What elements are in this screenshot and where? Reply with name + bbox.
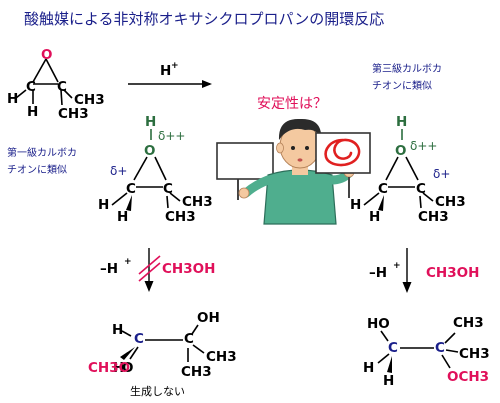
epoxide-molecule: O C C H H CH3 CH3 <box>7 47 105 122</box>
svg-text:–H: –H <box>100 261 118 277</box>
person-icon <box>216 118 371 225</box>
svg-text:CH3OH: CH3OH <box>162 261 215 277</box>
tertiary-carbocation-label: 第三級カルボカ チオンに類似 <box>372 62 442 92</box>
svg-text:H: H <box>369 209 380 225</box>
svg-text:H: H <box>363 360 374 376</box>
proton-label: H <box>160 63 171 79</box>
carbon-atom: C <box>416 181 426 197</box>
svg-text:H: H <box>112 322 123 338</box>
blocked-methanol-arrow: –H + CH3OH <box>100 248 215 292</box>
methyl-group: CH3 <box>58 106 89 122</box>
svg-text:H: H <box>145 114 156 130</box>
svg-text:H: H <box>350 197 361 213</box>
svg-text:H: H <box>117 209 128 225</box>
protonated-epoxide-right: H O δ++ δ+ C C H H CH3 CH3 <box>350 114 466 225</box>
svg-text:CH3: CH3 <box>453 315 484 331</box>
svg-text:H: H <box>98 197 109 213</box>
oxygen-atom: O <box>395 143 406 159</box>
svg-text:–H: –H <box>369 265 387 281</box>
svg-text:H: H <box>383 373 394 389</box>
svg-text:CH3: CH3 <box>182 194 213 210</box>
oxygen-atom: O <box>144 143 155 159</box>
carbon-atom: C <box>57 79 67 95</box>
carbon-atom: C <box>388 340 398 356</box>
svg-text:第一級カルボカ: 第一級カルボカ <box>7 146 77 159</box>
svg-text:チオンに類似: チオンに類似 <box>7 164 67 176</box>
product-not-formed: H C H O C OH CH3 CH3 CH3O 生成しない <box>88 310 237 398</box>
carbon-atom: C <box>126 181 136 197</box>
svg-text:+: + <box>171 61 179 71</box>
protonated-epoxide-left: H O δ++ δ+ C C H H CH3 CH3 <box>98 114 213 225</box>
svg-text:HO: HO <box>367 316 390 332</box>
svg-text:δ+: δ+ <box>433 167 450 181</box>
carbon-atom: C <box>378 181 388 197</box>
svg-text:OCH3: OCH3 <box>447 369 489 385</box>
carbon-atom: C <box>163 181 173 197</box>
primary-carbocation-label: 第一級カルボカ チオンに類似 <box>7 146 77 176</box>
no-product-label: 生成しない <box>130 384 185 398</box>
oxygen-atom: O <box>41 47 52 63</box>
product-formed: HO C H H C CH3 CH3 OCH3 <box>363 315 490 389</box>
svg-text:CH3: CH3 <box>435 194 466 210</box>
stability-question: 安定性は？ <box>257 96 327 112</box>
svg-text:CH3: CH3 <box>418 209 449 225</box>
svg-text:CH3: CH3 <box>181 364 212 380</box>
svg-text:CH3O: CH3O <box>88 360 130 376</box>
svg-text:H: H <box>396 114 407 130</box>
svg-text:CH3: CH3 <box>459 346 490 362</box>
svg-text:CH3OH: CH3OH <box>426 265 479 281</box>
svg-text:第三級カルボカ: 第三級カルボカ <box>372 62 442 75</box>
carbon-atom: C <box>134 331 144 347</box>
svg-text:δ+: δ+ <box>110 164 127 178</box>
hydrogen-atom: H <box>27 104 38 120</box>
svg-text:+: + <box>124 257 132 267</box>
svg-text:O: O <box>122 360 133 376</box>
svg-text:δ++: δ++ <box>410 139 437 153</box>
svg-text:δ++: δ++ <box>158 129 185 143</box>
blank-sign-icon <box>216 142 274 200</box>
svg-text:CH3: CH3 <box>206 349 237 365</box>
svg-text:CH3: CH3 <box>165 209 196 225</box>
carbon-atom: C <box>435 340 445 356</box>
carbon-atom: C <box>184 331 194 347</box>
hydrogen-atom: H <box>7 91 18 107</box>
methyl-group: CH3 <box>74 92 105 108</box>
svg-text:OH: OH <box>197 310 220 326</box>
protonation-arrow: H + <box>128 61 212 88</box>
methanol-arrow: –H + CH3OH <box>369 248 479 293</box>
svg-text:H: H <box>113 360 124 376</box>
carbon-atom: C <box>26 79 36 95</box>
page-title: 酸触媒による非対称オキサシクロプロパンの開環反応 <box>24 10 384 28</box>
svg-text:+: + <box>393 261 401 271</box>
red-circle-sign-icon <box>315 132 371 198</box>
svg-text:チオンに類似: チオンに類似 <box>372 80 432 92</box>
